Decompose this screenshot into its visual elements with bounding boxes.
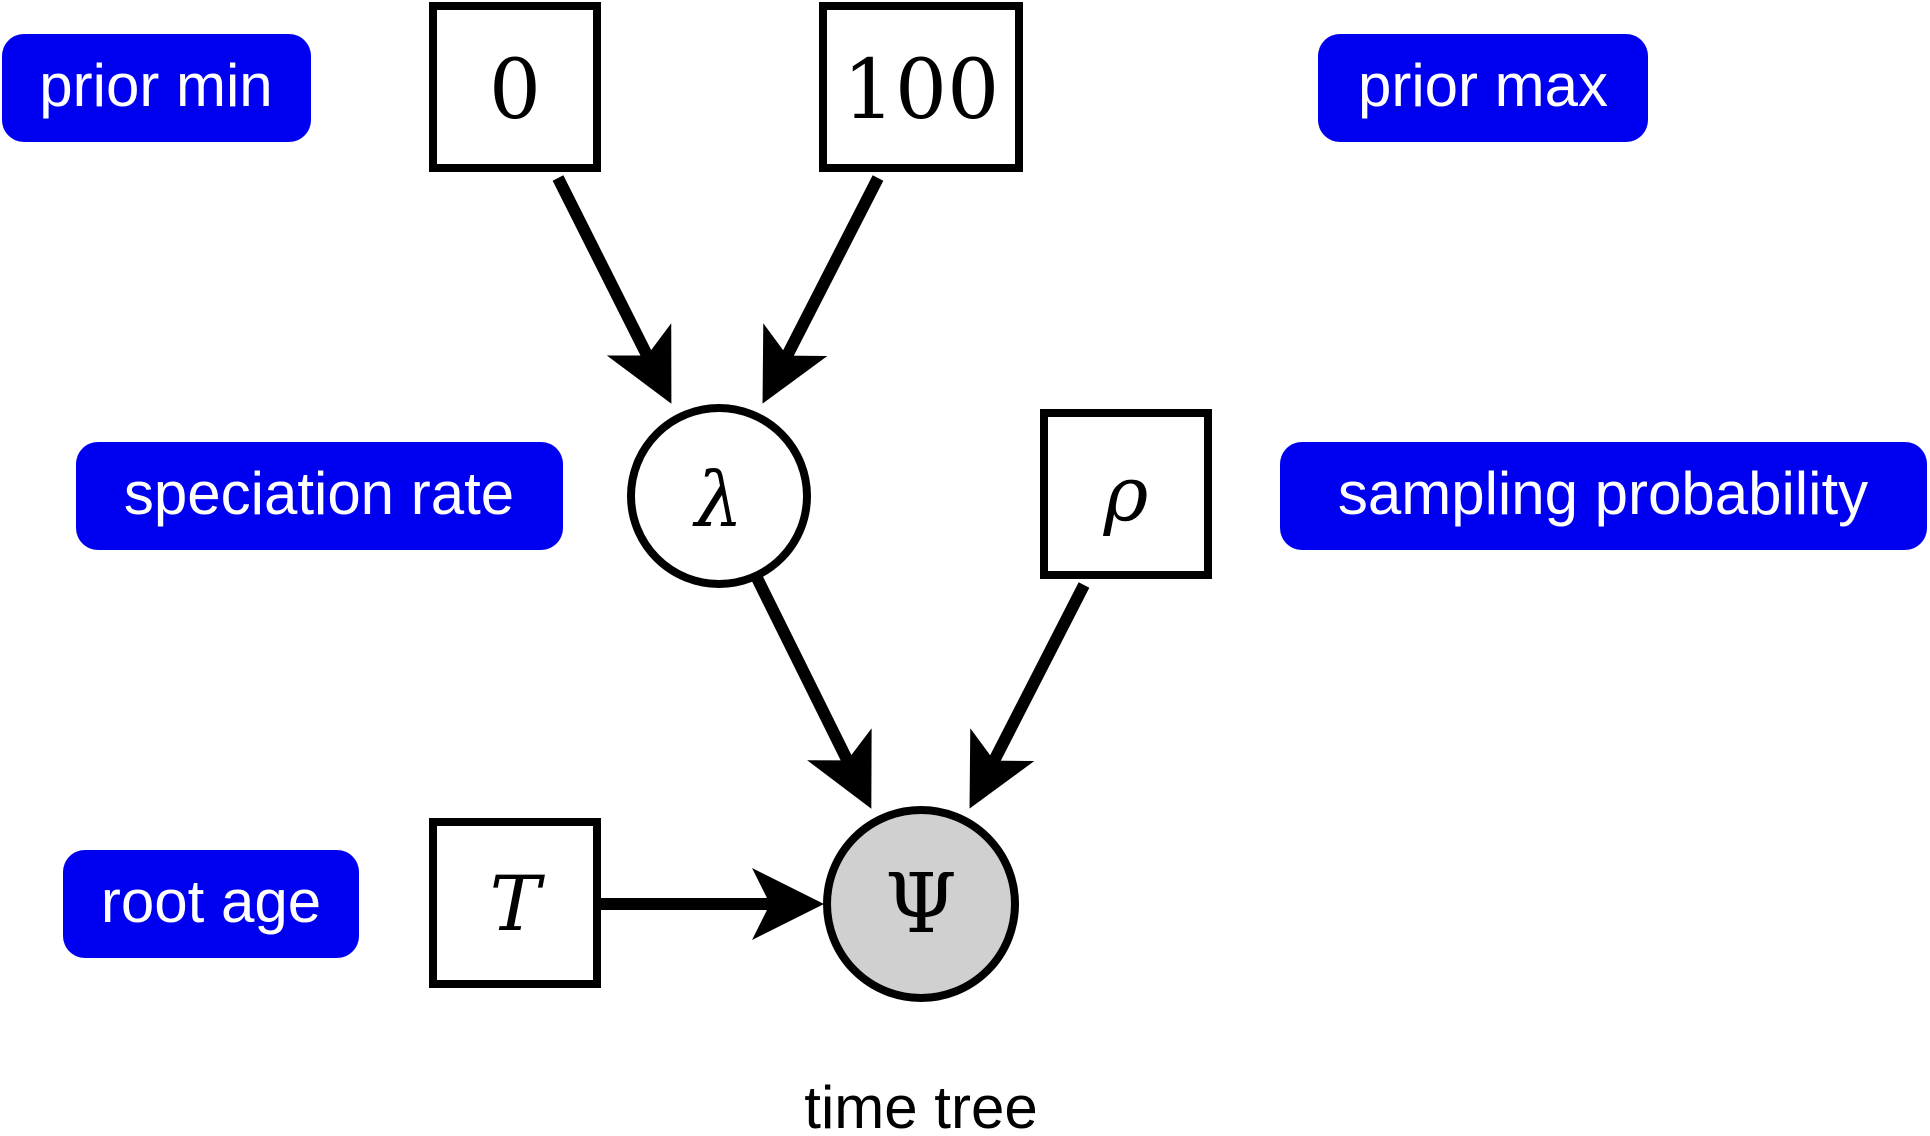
label-speciation-rate-text: speciation rate: [124, 460, 514, 527]
caption-time-tree: time tree: [804, 1074, 1037, 1136]
label-prior-min: prior min: [2, 34, 311, 142]
node-lambda: λ: [627, 404, 811, 588]
label-root-age-text: root age: [101, 868, 321, 935]
label-prior-max: prior max: [1318, 34, 1648, 142]
edge-max-to-lambda: [762, 175, 884, 404]
label-root-age: root age: [63, 850, 359, 958]
node-root-age: T: [429, 818, 601, 988]
edge-lambda-to-tree: [751, 575, 872, 809]
label-prior-min-text: prior min: [39, 52, 272, 119]
node-tree: Ψ: [823, 806, 1019, 1002]
node-rho-symbol: ρ: [1103, 449, 1149, 538]
edge-min-to-lambda: [552, 175, 672, 404]
node-rho: ρ: [1040, 409, 1212, 579]
node-root-age-symbol: T: [490, 859, 546, 948]
node-lambda-symbol: λ: [692, 455, 743, 544]
edge-rho-to-tree: [969, 582, 1090, 809]
node-prior-max: 100: [819, 2, 1023, 172]
node-prior-max-value: 100: [843, 43, 1000, 138]
node-prior-min: 0: [429, 2, 601, 172]
label-sampling-probability-text: sampling probability: [1338, 460, 1868, 527]
label-prior-max-text: prior max: [1358, 52, 1608, 119]
label-speciation-rate: speciation rate: [76, 442, 563, 550]
node-prior-min-value: 0: [489, 43, 541, 138]
label-sampling-probability: sampling probability: [1280, 442, 1927, 550]
node-tree-symbol: Ψ: [885, 857, 957, 952]
